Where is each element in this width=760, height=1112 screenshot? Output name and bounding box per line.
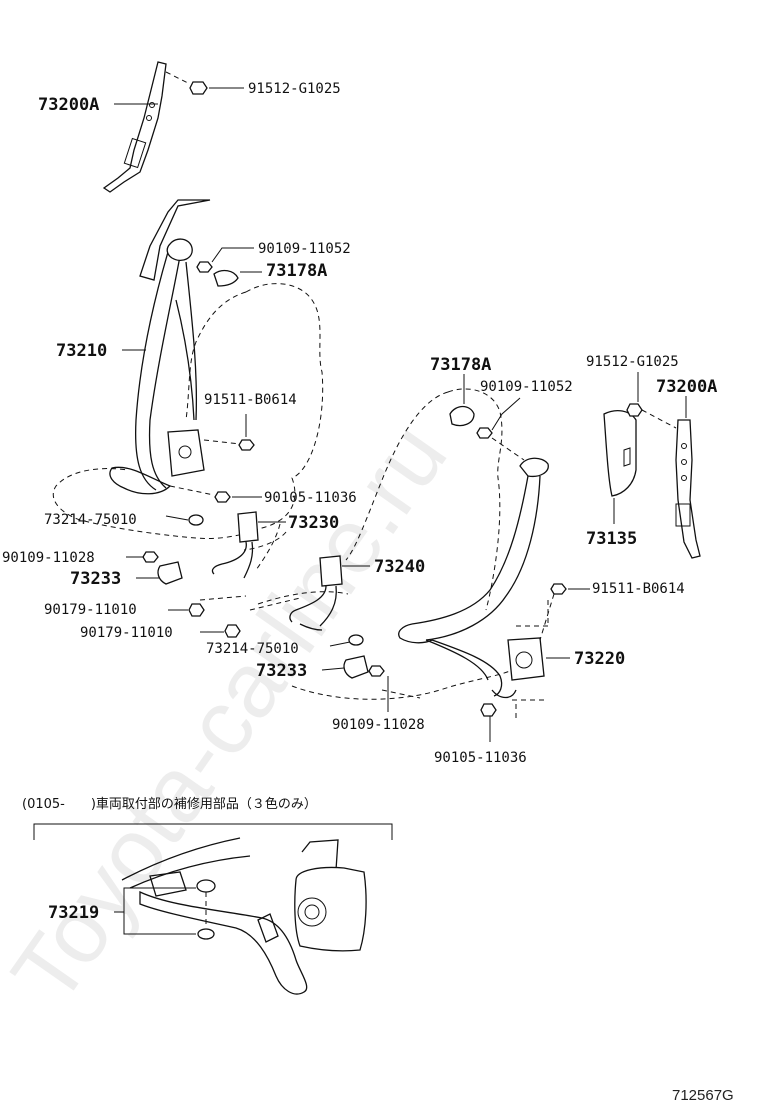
- bolt-91511-b0614-left[interactable]: [203, 414, 255, 451]
- label-73233-right: 73233: [256, 661, 307, 681]
- bolt-90109-11052-left[interactable]: [196, 247, 254, 273]
- buckle-73240[interactable]: [289, 555, 370, 631]
- bolt-91512-g1025-right[interactable]: [626, 372, 677, 429]
- cover-73233-right[interactable]: [321, 655, 369, 679]
- label-73219: 73219: [48, 903, 99, 923]
- label-73240: 73240: [374, 557, 425, 577]
- label-90109-11028-right: 90109-11028: [332, 717, 425, 733]
- label-73220: 73220: [574, 649, 625, 669]
- cover-73214-75010-right[interactable]: [329, 634, 364, 647]
- anchor-bracket-73200a-left[interactable]: [102, 61, 167, 193]
- label-73178a-left: 73178A: [266, 261, 327, 281]
- nut-90179-11010-b[interactable]: [200, 624, 241, 638]
- watermark: Toyota-carline.ru: [0, 406, 466, 1022]
- label-90179-11010-b: 90179-11010: [80, 625, 173, 641]
- note-service-parts: (0105- )車両取付部の補修用部品（３色のみ）: [22, 796, 317, 812]
- seat-belt-assembly-73210[interactable]: [109, 199, 211, 495]
- anchor-bracket-73200a-right[interactable]: [675, 396, 701, 559]
- right-seat-outline: [257, 388, 513, 700]
- label-90109-11052-left: 90109-11052: [258, 241, 351, 257]
- label-91511-b0614-left: 91511-B0614: [204, 392, 297, 408]
- bolt-90105-11036-right[interactable]: [480, 703, 497, 742]
- left-seat-cushion-outline: [199, 523, 301, 611]
- bolt-91511-b0614-right[interactable]: [539, 583, 590, 641]
- label-91512-g1025-right: 91512-G1025: [586, 354, 679, 370]
- label-90105-11036-right: 90105-11036: [434, 750, 527, 766]
- diagram-ref-number: 712567G: [672, 1087, 734, 1104]
- label-90109-11028-left: 90109-11028: [2, 550, 95, 566]
- bolt-90109-11028-left[interactable]: [126, 551, 159, 563]
- bolt-90105-11036-left[interactable]: [169, 485, 262, 503]
- cover-73178a-left[interactable]: [213, 269, 262, 287]
- label-91512-g1025-left: 91512-G1025: [248, 81, 341, 97]
- left-seat-outline: [52, 283, 324, 539]
- label-90109-11052-right: 90109-11052: [480, 379, 573, 395]
- label-73214-75010-left: 73214-75010: [44, 512, 137, 528]
- buckle-73230[interactable]: [211, 511, 287, 579]
- cover-73214-75010-left[interactable]: [165, 514, 204, 526]
- bolt-91512-g1025-left[interactable]: [165, 71, 244, 95]
- detail-bracket-frame: [33, 823, 393, 840]
- nut-90179-11010-a[interactable]: [168, 603, 205, 617]
- label-73200a-left: 73200A: [38, 95, 99, 115]
- label-73210: 73210: [56, 341, 107, 361]
- label-90179-11010-a: 90179-11010: [44, 602, 137, 618]
- label-73135: 73135: [586, 529, 637, 549]
- detail-retractor-73219[interactable]: [114, 837, 367, 995]
- pillar-trim-73135[interactable]: [603, 409, 637, 524]
- label-73214-75010-right: 73214-75010: [206, 641, 299, 657]
- label-73178a-right: 73178A: [430, 355, 491, 375]
- cover-73178a-right[interactable]: [449, 374, 475, 427]
- seat-belt-assembly-73220[interactable]: [398, 457, 570, 699]
- label-73200a-right: 73200A: [656, 377, 717, 397]
- bolt-90109-11052-right[interactable]: [476, 397, 525, 461]
- label-91511-b0614-right: 91511-B0614: [592, 581, 685, 597]
- bolt-90109-11028-right[interactable]: [368, 665, 389, 712]
- label-73230: 73230: [288, 513, 339, 533]
- label-90105-11036-left: 90105-11036: [264, 490, 357, 506]
- label-73233-left: 73233: [70, 569, 121, 589]
- cover-73233-left[interactable]: [136, 561, 183, 585]
